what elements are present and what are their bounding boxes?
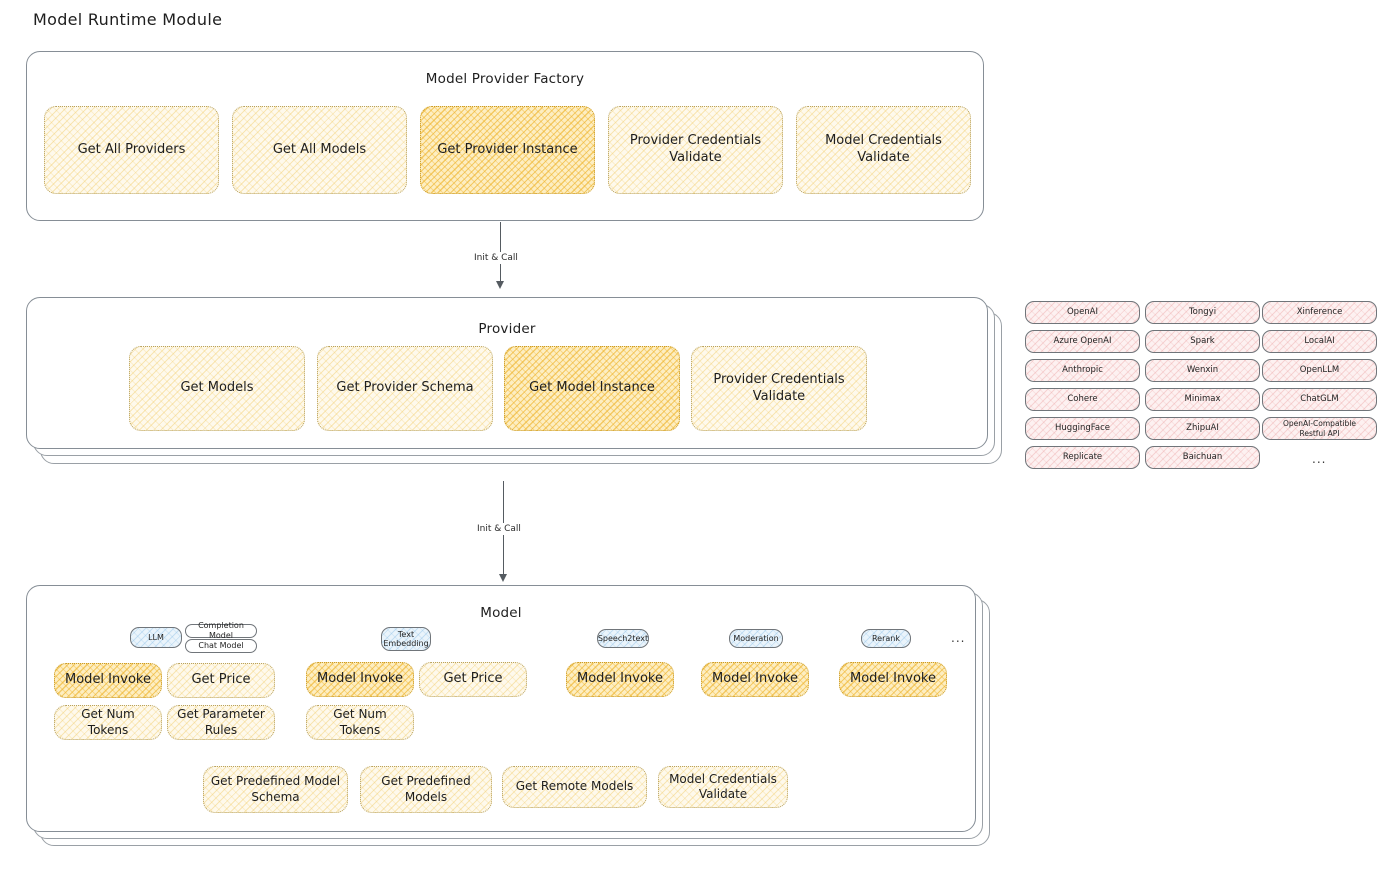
connector-provider-to-model-label: Init & Call <box>474 523 524 535</box>
node-get-provider-instance[interactable]: Get Provider Instance <box>420 106 595 194</box>
model-type-llm-tag-chat-model[interactable]: Chat Model <box>185 639 257 653</box>
provider-chip-spark[interactable]: Spark <box>1145 330 1260 353</box>
node-get-models[interactable]: Get Models <box>129 346 305 431</box>
provider-title: Provider <box>478 321 536 337</box>
provider-chip-tongyi[interactable]: Tongyi <box>1145 301 1260 324</box>
provider-chip-openllm[interactable]: OpenLLM <box>1262 359 1377 382</box>
model-type-llm[interactable]: LLM <box>130 627 182 648</box>
model-type-text-embedding[interactable]: Text Embedding <box>381 627 431 651</box>
node-get-predefined-models[interactable]: Get Predefined Models <box>360 766 492 813</box>
provider-chip-huggingface[interactable]: HuggingFace <box>1025 417 1140 440</box>
provider-chip-wenxin[interactable]: Wenxin <box>1145 359 1260 382</box>
provider-chip-anthropic[interactable]: Anthropic <box>1025 359 1140 382</box>
provider-chip-openai-compatible-restful-api[interactable]: OpenAI-Compatible Restful API <box>1262 417 1377 440</box>
provider-chip-cohere[interactable]: Cohere <box>1025 388 1140 411</box>
provider-chip-openai[interactable]: OpenAI <box>1025 301 1140 324</box>
provider-chip-baichuan[interactable]: Baichuan <box>1145 446 1260 469</box>
node-moderation-model-invoke[interactable]: Model Invoke <box>701 662 809 697</box>
model-provider-factory-title: Model Provider Factory <box>425 71 585 87</box>
model-type-rerank[interactable]: Rerank <box>861 629 911 648</box>
provider-list-more: ... <box>1312 452 1327 466</box>
provider-chip-replicate[interactable]: Replicate <box>1025 446 1140 469</box>
model-type-speech2text[interactable]: Speech2text <box>597 629 649 648</box>
node-provider-credentials-validate[interactable]: Provider Credentials Validate <box>691 346 867 431</box>
provider-chip-xinference[interactable]: Xinference <box>1262 301 1377 324</box>
model-container: Model <box>26 585 976 832</box>
model-type-llm-tag-completion-model[interactable]: Completion Model <box>185 621 257 640</box>
node-text-embedding-get-price[interactable]: Get Price <box>419 662 527 697</box>
model-type-moderation[interactable]: Moderation <box>729 629 783 648</box>
node-text-embedding-model-invoke[interactable]: Model Invoke <box>306 662 414 697</box>
node-rerank-model-invoke[interactable]: Model Invoke <box>839 662 947 697</box>
node-llm-get-num-tokens[interactable]: Get Num Tokens <box>54 705 162 740</box>
provider-chip-minimax[interactable]: Minimax <box>1145 388 1260 411</box>
provider-chip-localai[interactable]: LocalAI <box>1262 330 1377 353</box>
connector-provider-to-model-arrow <box>499 574 507 582</box>
node-model-credentials-validate-model[interactable]: Model Credentials Validate <box>658 766 788 808</box>
node-get-model-instance[interactable]: Get Model Instance <box>504 346 680 431</box>
model-types-more: ... <box>951 631 966 645</box>
node-model-credentials-validate-factory[interactable]: Model Credentials Validate <box>796 106 971 194</box>
node-text-embedding-get-num-tokens[interactable]: Get Num Tokens <box>306 705 414 740</box>
page-title: Model Runtime Module <box>33 10 223 29</box>
node-get-all-providers[interactable]: Get All Providers <box>44 106 219 194</box>
provider-chip-azure-openai[interactable]: Azure OpenAI <box>1025 330 1140 353</box>
node-get-all-models[interactable]: Get All Models <box>232 106 407 194</box>
node-provider-credentials-validate-factory[interactable]: Provider Credentials Validate <box>608 106 783 194</box>
node-get-predefined-model-schema[interactable]: Get Predefined Model Schema <box>203 766 348 813</box>
provider-chip-zhipuai[interactable]: ZhipuAI <box>1145 417 1260 440</box>
node-get-provider-schema[interactable]: Get Provider Schema <box>317 346 493 431</box>
node-speech2text-model-invoke[interactable]: Model Invoke <box>566 662 674 697</box>
connector-factory-to-provider-label: Init & Call <box>471 252 521 264</box>
provider-chip-chatglm[interactable]: ChatGLM <box>1262 388 1377 411</box>
node-get-remote-models[interactable]: Get Remote Models <box>502 766 647 808</box>
model-title: Model <box>480 605 522 621</box>
node-llm-get-parameter-rules[interactable]: Get Parameter Rules <box>167 705 275 740</box>
node-llm-get-price[interactable]: Get Price <box>167 663 275 698</box>
connector-factory-to-provider-arrow <box>496 281 504 289</box>
node-llm-model-invoke[interactable]: Model Invoke <box>54 663 162 698</box>
